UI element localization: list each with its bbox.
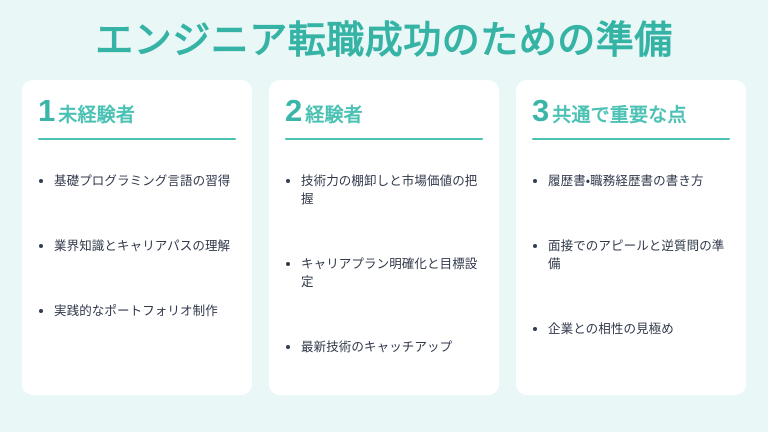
card-divider <box>38 138 236 140</box>
list-item: 業界知識とキャリアパスの理解 <box>36 237 238 255</box>
list-item-label: 基礎プログラミング言語の習得 <box>54 174 231 188</box>
card-item-list: 技術力の棚卸しと市場価値の把握 キャリアプラン明確化と目標設定 最新技術のキャッ… <box>283 140 485 356</box>
card-number: 2 <box>285 93 303 128</box>
list-item: 技術力の棚卸しと市場価値の把握 <box>283 172 485 208</box>
list-item: 面接でのアピールと逆質問の準備 <box>530 237 732 273</box>
list-item: 実践的なポートフォリオ制作 <box>36 302 238 320</box>
page-title: エンジニア転職成功のための準備 <box>95 20 673 62</box>
bullet-icon <box>39 309 43 313</box>
card-divider <box>285 138 483 140</box>
list-item-label: 面接でのアピールと逆質問の準備 <box>548 239 725 271</box>
bullet-icon <box>533 244 537 248</box>
bullet-icon <box>533 179 537 183</box>
bullet-icon <box>533 327 537 331</box>
list-item: キャリアプラン明確化と目標設定 <box>283 255 485 291</box>
list-item-label: 最新技術のキャッチアップ <box>301 340 453 354</box>
list-item: 履歴書・職務経歴書の書き方 <box>530 172 732 190</box>
card-title: 共通で重要な点 <box>552 105 687 126</box>
list-item-label: 企業との相性の見極め <box>548 322 674 336</box>
list-item-label: 業界知識とキャリアパスの理解 <box>54 239 231 253</box>
card-number: 1 <box>38 93 56 128</box>
bullet-icon <box>39 244 43 248</box>
card-header: 3 共通で重要な点 <box>530 94 732 130</box>
list-item: 最新技術のキャッチアップ <box>283 338 485 356</box>
card-header: 1 未経験者 <box>36 94 238 130</box>
list-item-label: 履歴書・職務経歴書の書き方 <box>548 174 704 188</box>
list-item-label: 技術力の棚卸しと市場価値の把握 <box>301 174 478 206</box>
bullet-icon <box>286 262 290 266</box>
bullet-icon <box>286 179 290 183</box>
card-column-1: 1 未経験者 基礎プログラミング言語の習得 業界知識とキャリアパスの理解 実践的… <box>22 80 252 395</box>
card-item-list: 基礎プログラミング言語の習得 業界知識とキャリアパスの理解 実践的なポートフォリ… <box>36 140 238 320</box>
list-item-label: 実践的なポートフォリオ制作 <box>54 304 218 318</box>
bullet-icon <box>39 179 43 183</box>
card-number: 3 <box>532 93 550 128</box>
card-column-3: 3 共通で重要な点 履歴書・職務経歴書の書き方 面接でのアピールと逆質問の準備 … <box>516 80 746 395</box>
card-header: 2 経験者 <box>283 94 485 130</box>
list-item: 企業との相性の見極め <box>530 320 732 338</box>
column-group: 1 未経験者 基礎プログラミング言語の習得 業界知識とキャリアパスの理解 実践的… <box>22 80 746 395</box>
card-column-2: 2 経験者 技術力の棚卸しと市場価値の把握 キャリアプラン明確化と目標設定 最新… <box>269 80 499 395</box>
card-title: 未経験者 <box>58 105 136 126</box>
list-item: 基礎プログラミング言語の習得 <box>36 172 238 190</box>
card-divider <box>532 138 730 140</box>
card-title: 経験者 <box>305 105 363 126</box>
list-item-label: キャリアプラン明確化と目標設定 <box>301 257 478 289</box>
card-item-list: 履歴書・職務経歴書の書き方 面接でのアピールと逆質問の準備 企業との相性の見極め <box>530 140 732 338</box>
bullet-icon <box>286 345 290 349</box>
